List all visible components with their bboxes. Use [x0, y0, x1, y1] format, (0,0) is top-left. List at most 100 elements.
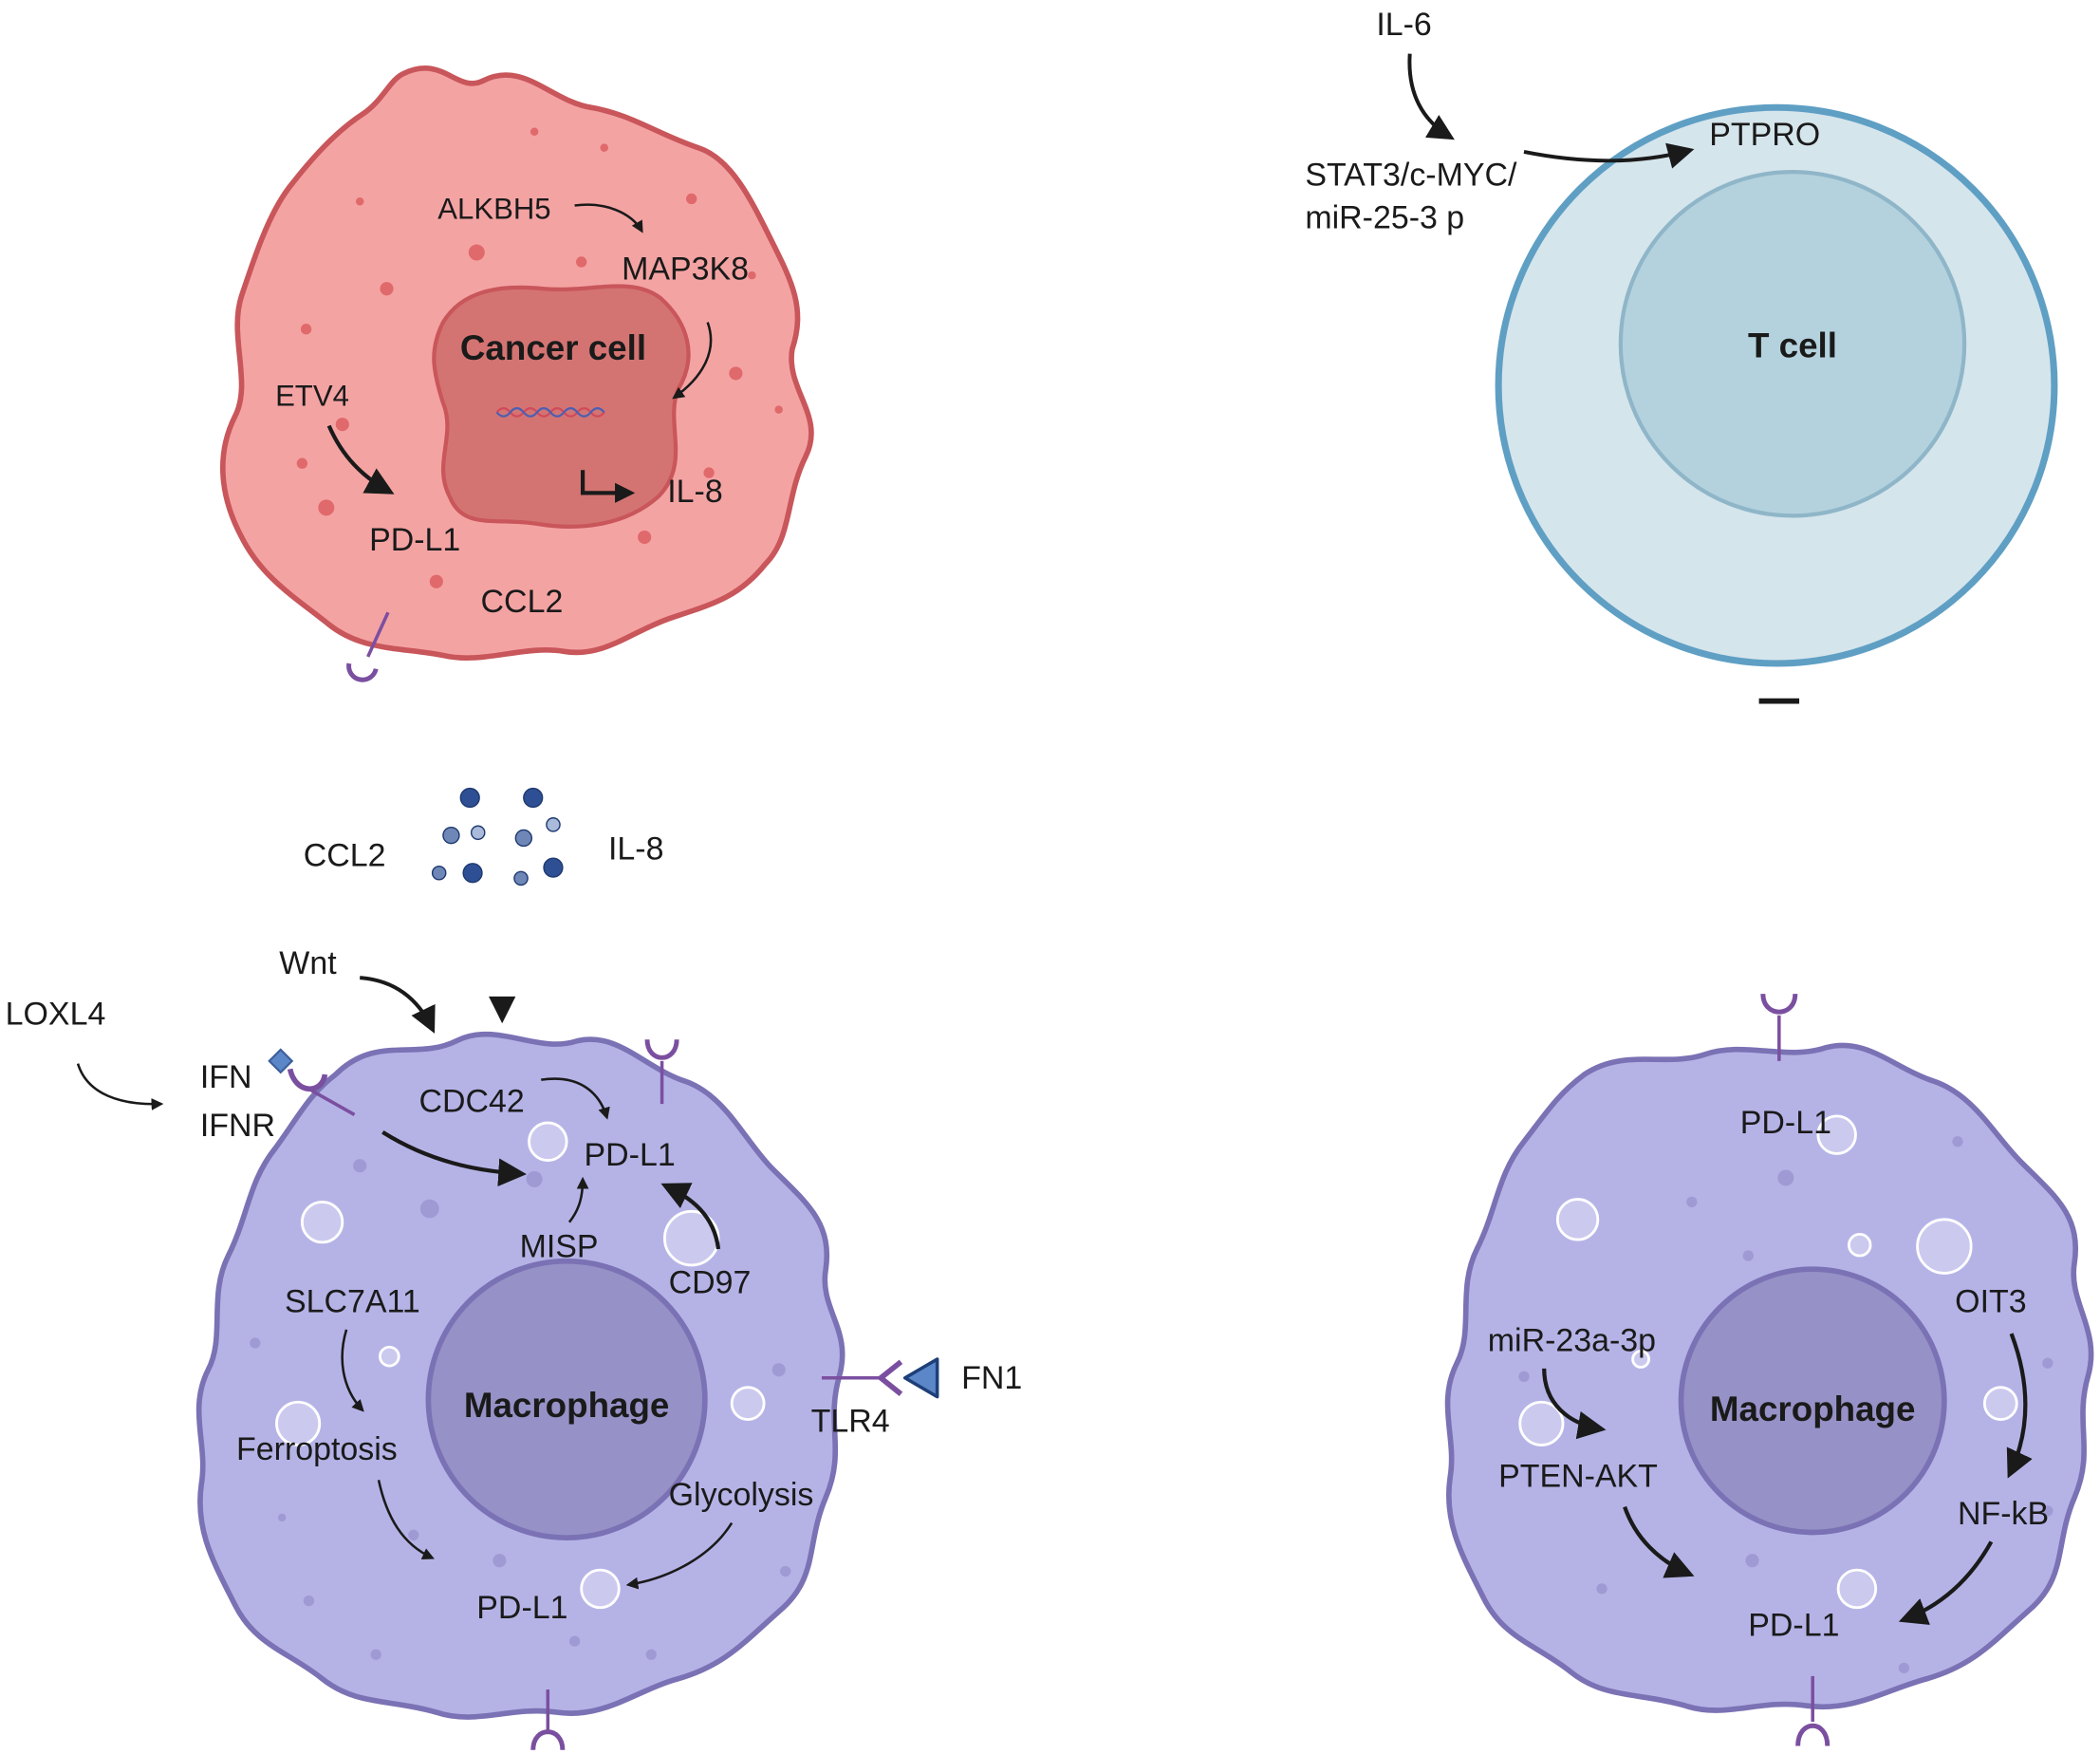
cancer-cell-vesicles [296, 127, 783, 588]
granule [303, 1595, 315, 1607]
label-pd-l1-macrophage-bottom: PD-L1 [476, 1590, 567, 1626]
granule [353, 1159, 367, 1173]
receptor-icon-cancer [346, 611, 390, 682]
granule [408, 1529, 419, 1540]
label-map3k8: MAP3K8 [622, 251, 749, 287]
cytokine-particle [514, 829, 533, 848]
cancer-cell-vesicle [335, 418, 349, 432]
vesicle [528, 1121, 568, 1162]
cancer-cell-vesicle [530, 127, 539, 136]
label-il-6: IL-6 [1376, 7, 1431, 43]
granule [2042, 1505, 2054, 1517]
label-fn1: FN1 [961, 1360, 1022, 1396]
macrophage-right-vesicles [1518, 1114, 2054, 1674]
label-tlr4: TLR4 [811, 1403, 890, 1439]
arrow-stat3-to-ptpro [1523, 142, 1695, 169]
receptor-icon-right-bottom [1795, 1675, 1831, 1746]
label-ifn: IFN [200, 1059, 252, 1095]
vesicle [379, 1345, 400, 1368]
granule [1745, 1554, 1759, 1568]
fn1-ligand-icon [902, 1357, 939, 1399]
transcription-arrow-icon [580, 470, 636, 503]
granule [2042, 1357, 2054, 1369]
granule [1952, 1136, 1963, 1148]
label-wnt: Wnt [279, 945, 337, 981]
label-cd97: CD97 [669, 1265, 752, 1301]
label-slc7a11: SLC7A11 [285, 1283, 420, 1319]
macrophage-left: Macrophage Wnt LOXL4 IFN IFNR CDC42 PD-L… [6, 945, 1022, 1750]
pd-l1-receptor-icon-right-top [1760, 993, 1798, 1061]
t-cell-title: T cell [1748, 326, 1837, 364]
granule [780, 1565, 791, 1577]
label-oit3: OIT3 [1955, 1283, 2026, 1319]
macrophage-left-vesicles [250, 1121, 791, 1660]
label-stat3-line1: STAT3/c-MYC/ [1305, 157, 1517, 193]
granule [1596, 1583, 1608, 1595]
cancer-cell-vesicle [638, 530, 652, 545]
vesicle [1518, 1400, 1565, 1446]
arrow-map3k8-to-nucleus [672, 322, 713, 400]
label-pd-l1-cancer: PD-L1 [369, 522, 460, 558]
label-ptpro: PTPRO [1709, 117, 1820, 153]
cytokine-particle [513, 870, 529, 886]
cancer-cell-vesicle [748, 271, 756, 280]
label-cdc42: CDC42 [418, 1084, 524, 1120]
macrophage-left-title: Macrophage [464, 1386, 670, 1425]
vesicle [580, 1568, 621, 1610]
cancer-cell-vesicle [686, 193, 697, 205]
cytokine-particle [459, 787, 480, 809]
arrow-loxl4-to-ifn [76, 1063, 164, 1110]
granule [1742, 1250, 1754, 1261]
label-pd-l1-right-top: PD-L1 [1740, 1105, 1831, 1141]
vesicle [1816, 1114, 1857, 1155]
label-alkbh5: ALKBH5 [437, 193, 550, 226]
arrow-nf-kb-to-pd-l1 [1898, 1540, 1994, 1625]
cytokine-particles [431, 787, 564, 886]
cancer-cell-vesicle [600, 143, 608, 152]
arrow-alkbh5-to-map3k8 [574, 203, 643, 233]
label-glycolysis: Glycolysis [669, 1477, 814, 1513]
cancer-cell-vesicle [429, 574, 443, 588]
macrophage-right-nucleus [1678, 1266, 1947, 1536]
arrow-glycolysis-to-pd-l1 [625, 1521, 734, 1590]
arrow-mir-23a-to-pten-akt [1542, 1368, 1607, 1440]
label-il-8-secreted: IL-8 [608, 831, 663, 868]
label-ccl2-secreted: CCL2 [304, 838, 386, 874]
label-pd-l1-right-bottom: PD-L1 [1748, 1607, 1839, 1643]
vesicle [1555, 1198, 1600, 1241]
label-misp: MISP [520, 1228, 599, 1264]
vesicle [730, 1386, 766, 1422]
label-nf-kb: NF-kB [1958, 1496, 2049, 1532]
label-pd-l1-macrophage-top: PD-L1 [585, 1137, 676, 1173]
tlr4-receptor-icon [821, 1359, 903, 1396]
granule [568, 1635, 581, 1647]
cancer-cell: Cancer cell ALKBH5 MAP3K8 ETV4 PD-L1 IL-… [219, 65, 814, 682]
granule [277, 1513, 287, 1522]
label-loxl4: LOXL4 [6, 997, 106, 1033]
cancer-cell-vesicle [576, 256, 587, 268]
label-stat3-line2: miR-25-3 p [1305, 200, 1464, 236]
arrow-misp-to-pd-l1 [567, 1176, 589, 1223]
cancer-cell-nucleus [432, 284, 691, 529]
granule [526, 1170, 543, 1187]
macrophage-right: Macrophage PD-L1 OIT3 miR-23a-3p PTEN-AK… [1444, 993, 2094, 1746]
granule [771, 1363, 786, 1377]
label-etv4: ETV4 [275, 379, 349, 412]
cytokine-particle [442, 826, 460, 845]
cancer-cell-vesicle [380, 282, 394, 296]
cytokine-particle [470, 825, 486, 841]
receptor-icon-macrophage-top [644, 1038, 679, 1105]
t-cell-nucleus [1618, 170, 1967, 518]
arrow-etv4-to-pd-l1 [326, 424, 395, 494]
cytokine-particle [523, 787, 544, 809]
cancer-cell-vesicle [318, 499, 335, 516]
cytokine-particle [543, 857, 564, 878]
label-ferroptosis: Ferroptosis [236, 1431, 398, 1467]
dna-icon-strand [495, 407, 605, 418]
label-ccl2-cancer: CCL2 [481, 584, 564, 620]
cytokine-particle [462, 863, 483, 884]
cytokine-particle [546, 817, 561, 832]
granule [370, 1649, 381, 1660]
vesicle [1982, 1386, 2018, 1422]
cancer-cell-vesicle [729, 366, 743, 381]
